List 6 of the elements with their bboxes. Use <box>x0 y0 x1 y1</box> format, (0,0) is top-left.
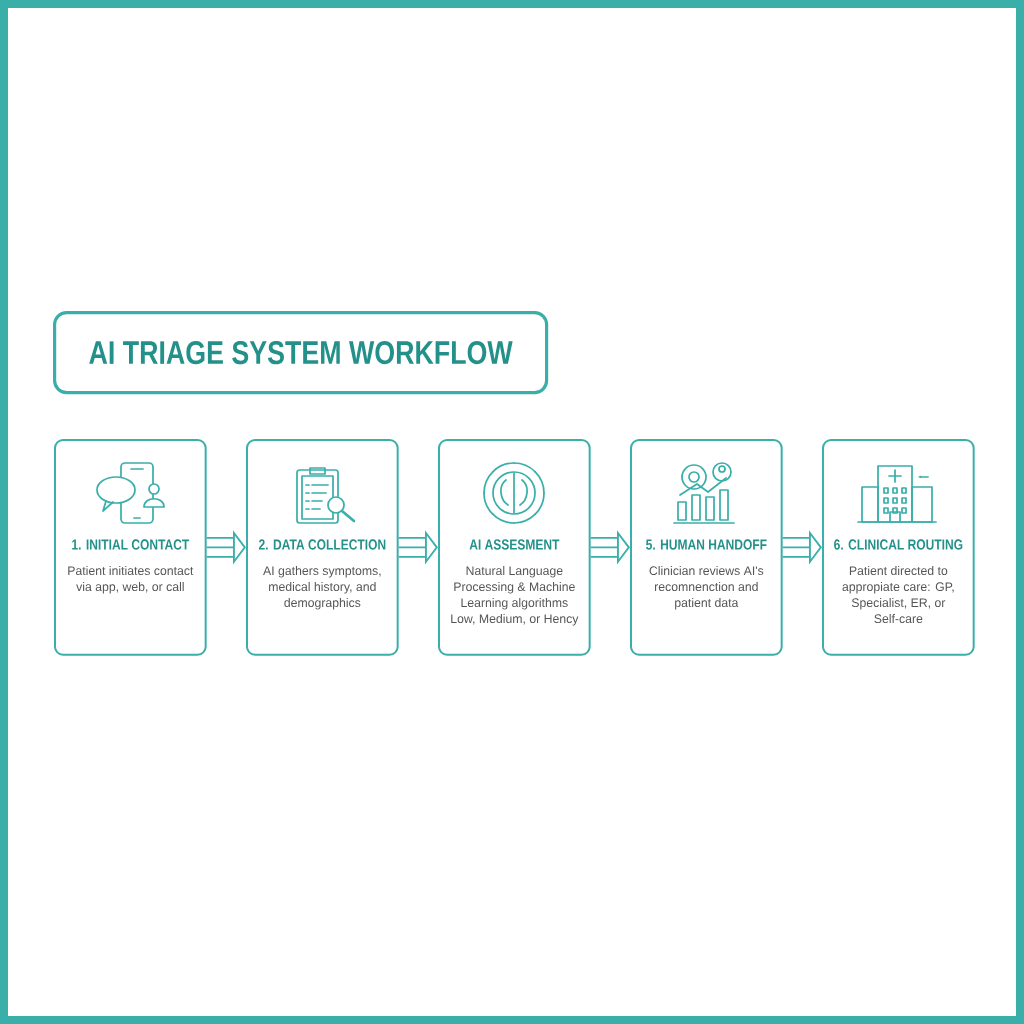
title-banner: AI TRIAGE SYSTEM WORKFLOW <box>53 311 549 395</box>
step-box: 5. HUMAN HANDOFF Clinician reviews AI's recomnenction and patient data <box>630 439 783 656</box>
step-box: AI ASSESMENT Natural Language Processing & Machine Learning algorithms Low, Medium, or Hency <box>438 439 591 656</box>
step-box: 1. INITIAL CONTACT Patient initiates contact via app, web, or call <box>54 439 207 656</box>
step-box: 2. DATA COLLECTION AI gathers symptoms, medical history, and demographics <box>246 439 399 656</box>
step-box: 6. CLINICAL ROUTING Patient directed to appropiate care: GP, Specialist, ER, or Self-care <box>822 439 975 656</box>
